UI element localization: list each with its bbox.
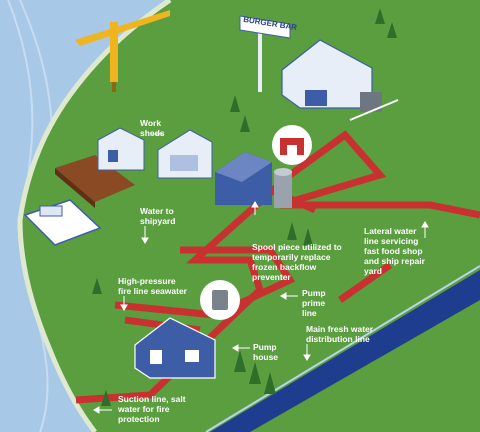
label-work-sheds: Work sheds	[140, 118, 165, 138]
pipe-high-pressure	[114, 246, 296, 319]
burger-bar-building	[281, 39, 399, 121]
dock	[55, 155, 135, 208]
trees	[92, 8, 397, 406]
work-shed-left	[97, 127, 145, 171]
pump-house	[134, 317, 216, 379]
pipe-prime	[337, 262, 393, 303]
label-pump-prime-line: Pump prime line	[302, 288, 326, 318]
label-high-pressure-fire-line: High-pressure fire line seawater	[118, 276, 187, 296]
boat	[23, 199, 102, 246]
work-shed-right	[157, 129, 213, 179]
crane	[75, 10, 170, 92]
band-edge	[205, 265, 480, 432]
shipyard-building	[215, 152, 292, 208]
label-water-to-shipyard: Water to shipyard	[140, 206, 176, 226]
shoreline	[17, 0, 172, 432]
label-lateral-water-line: Lateral water line servicing fast food s…	[364, 226, 425, 276]
main-fresh-water-band	[210, 270, 480, 432]
label-pump-house: Pump house	[253, 342, 279, 362]
sign-post	[239, 15, 291, 92]
label-arrows	[93, 133, 429, 414]
label-main-fresh-water: Main fresh water distribution line	[306, 324, 374, 344]
pump-callout	[200, 280, 240, 320]
label-suction-line: Suction line, salt water for fire protec…	[118, 394, 186, 424]
label-spool-piece: Spool piece utilized to temporarily repl…	[252, 242, 342, 282]
spool-callout	[272, 125, 312, 165]
